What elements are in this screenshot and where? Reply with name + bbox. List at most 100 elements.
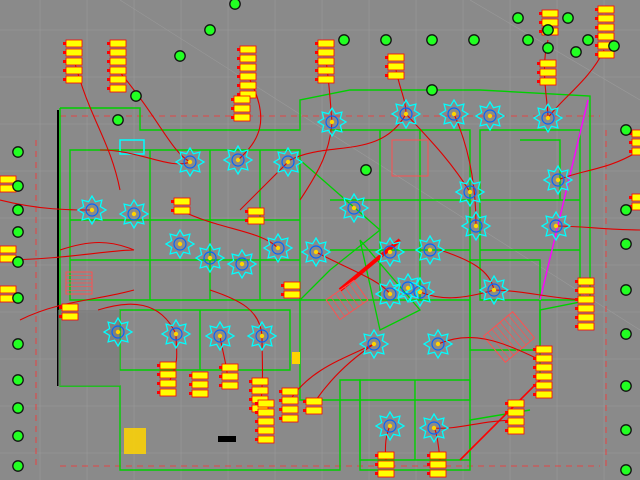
tag-marker — [427, 463, 430, 466]
fixture-center — [427, 247, 433, 253]
tag-marker — [595, 8, 598, 11]
wire-route — [547, 49, 605, 119]
equipment-tag — [221, 363, 239, 372]
tag-marker — [237, 84, 240, 87]
equipment-tag — [631, 138, 640, 147]
column-marker — [360, 164, 372, 176]
tag-marker — [219, 384, 222, 387]
equipment-tag — [257, 408, 275, 417]
wall-segment — [359, 379, 471, 461]
tag-marker — [281, 284, 284, 287]
fixture-center — [435, 341, 441, 347]
fixture-ring — [483, 109, 497, 123]
equipment-tag — [387, 62, 405, 71]
tag-marker — [219, 375, 222, 378]
fixture-ring — [173, 237, 187, 251]
tag-marker — [171, 200, 174, 203]
column-marker — [12, 226, 24, 238]
fixture-center — [487, 113, 493, 119]
fixture-ring — [399, 107, 413, 121]
equipment-tag — [65, 48, 83, 57]
equipment-tag — [597, 50, 615, 59]
tag-marker — [219, 366, 222, 369]
equipment-tag — [61, 312, 79, 321]
equipment-tag — [305, 397, 323, 406]
wire-route — [557, 149, 640, 181]
fixture-ring — [383, 287, 397, 301]
tag-marker — [595, 53, 598, 56]
equipment-tag — [233, 113, 251, 122]
fixture-ring — [255, 329, 269, 343]
tag-marker — [505, 402, 508, 405]
equipment-tag — [631, 147, 640, 156]
wire-route — [315, 343, 375, 401]
fixture-center — [451, 111, 457, 117]
equipment-tag — [283, 281, 301, 290]
tag-marker — [107, 69, 110, 72]
tag-marker — [171, 209, 174, 212]
fixture-star — [422, 328, 454, 360]
tag-marker — [539, 12, 542, 15]
fixture-ring — [383, 419, 397, 433]
equipment-tag — [0, 245, 17, 254]
fixture-center — [187, 159, 193, 165]
tag-marker — [63, 42, 66, 45]
equipment-tag — [109, 48, 127, 57]
tag-marker — [255, 402, 258, 405]
wall-segment — [299, 299, 471, 401]
tag-marker — [315, 69, 318, 72]
fixture-ring — [309, 245, 323, 259]
tag-marker — [107, 78, 110, 81]
wall-segment — [70, 150, 300, 300]
tag-marker — [249, 380, 252, 383]
equipment-tag — [535, 345, 553, 354]
tag-marker — [255, 438, 258, 441]
equipment-tag — [535, 363, 553, 372]
stair-tread — [487, 332, 510, 359]
fixture-ring — [169, 327, 183, 341]
fixture-star — [392, 272, 424, 304]
fixture-ring — [413, 285, 427, 299]
angled-wall — [299, 159, 422, 331]
fixture-star — [474, 100, 506, 132]
equipment-tag — [535, 381, 553, 390]
tag-marker — [595, 17, 598, 20]
equipment-tag — [539, 77, 557, 86]
fixture-star — [374, 410, 406, 442]
equipment-tag — [281, 405, 299, 414]
fixture-star — [262, 232, 294, 264]
fixture-ring — [447, 107, 461, 121]
fixture-center — [313, 249, 319, 255]
wall-segment — [69, 149, 301, 301]
wall-segment — [119, 309, 291, 371]
equipment-tag — [283, 290, 301, 299]
tag-marker — [249, 398, 252, 401]
fixture-center — [371, 341, 377, 347]
tag-marker — [575, 325, 578, 328]
tag-marker — [595, 26, 598, 29]
wall-segment — [520, 139, 561, 201]
fixture-ring — [431, 337, 445, 351]
tag-marker — [107, 60, 110, 63]
column-marker — [12, 338, 24, 350]
equipment-tag — [191, 380, 209, 389]
column-marker — [620, 238, 632, 250]
equipment-tag — [631, 202, 640, 211]
tag-marker — [63, 51, 66, 54]
grid-line — [469, 0, 640, 101]
column-marker — [12, 292, 24, 304]
wire-route — [209, 289, 263, 337]
column-marker — [542, 42, 554, 54]
equipment-tag — [597, 5, 615, 14]
tag-marker — [427, 472, 430, 475]
tag-marker — [107, 51, 110, 54]
fixture-ring — [551, 173, 565, 187]
tag-marker — [537, 62, 540, 65]
column-marker — [620, 464, 632, 476]
fixture-star — [300, 236, 332, 268]
stair-tread — [335, 293, 350, 314]
fixture-star — [160, 318, 192, 350]
fixture-center — [177, 241, 183, 247]
tag-marker — [237, 48, 240, 51]
equipment-tag — [317, 75, 335, 84]
